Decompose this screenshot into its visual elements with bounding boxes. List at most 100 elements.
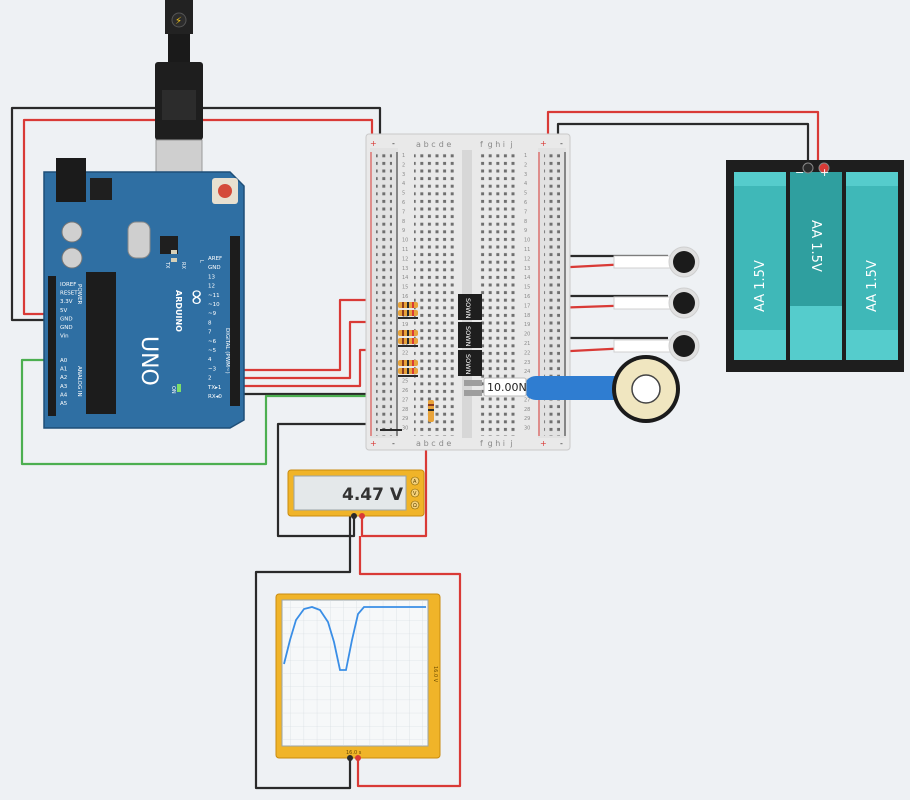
battery-cell[interactable]: AA 1.5V — [734, 172, 786, 360]
row-number: 8 — [524, 219, 527, 225]
oscilloscope-probe-gnd[interactable] — [347, 755, 353, 761]
digital-pin-label: 12 — [208, 284, 215, 290]
resistor[interactable] — [398, 310, 418, 316]
transistor-chips[interactable]: SOWN SOWN SOWN — [458, 294, 482, 376]
row-number: 12 — [524, 256, 530, 262]
power-label: POWER — [76, 284, 82, 305]
column-letter: f — [480, 140, 483, 149]
black-wire-scope[interactable] — [254, 514, 352, 790]
row-number: 30 — [402, 426, 408, 432]
chip-1-label: SOWN — [464, 298, 472, 319]
chip-1[interactable]: SOWN — [458, 294, 482, 320]
green-wire-a0[interactable] — [20, 358, 402, 466]
row-number: 13 — [524, 266, 530, 272]
multimeter-reading: 4.47 V — [342, 485, 404, 505]
column-letter: f — [480, 439, 483, 448]
chip-3[interactable]: SOWN — [458, 350, 482, 376]
column-letter: b — [424, 140, 429, 149]
rail-minus-tl: - — [392, 139, 395, 148]
battery-cell[interactable]: AA 1.5V — [790, 172, 842, 360]
column-letter: h — [495, 439, 500, 448]
black-wire-battery[interactable] — [556, 122, 810, 162]
digital-pin-label: ~5 — [208, 348, 217, 354]
battery-cell-3-label: AA 1.5V — [865, 260, 880, 312]
resistor[interactable] — [398, 302, 418, 308]
column-letter: j — [509, 439, 512, 448]
force-readout-box[interactable] — [483, 377, 527, 397]
oscilloscope[interactable]: 16.0 V 16.0 s — [275, 593, 441, 761]
multimeter-probe-com[interactable] — [351, 513, 357, 519]
row-number: 24 — [524, 369, 530, 375]
mode-ohmmeter-icon[interactable]: Ω — [410, 500, 420, 510]
column-letter: i — [503, 140, 505, 149]
reset-button-cap[interactable] — [218, 184, 232, 198]
red-wire-meter[interactable] — [360, 428, 428, 538]
row-number: 9 — [402, 228, 405, 234]
resistor-vertical[interactable] — [428, 400, 434, 422]
black-wire-gnd-top[interactable] — [10, 106, 382, 322]
oscilloscope-probe-sig[interactable] — [355, 755, 361, 761]
mode-voltmeter-icon[interactable]: V — [410, 488, 420, 498]
row-number: 6 — [402, 200, 405, 206]
row-number: 14 — [524, 275, 530, 281]
red-wire-battery[interactable] — [546, 110, 820, 162]
row-number: 8 — [402, 219, 405, 225]
rail-minus-tr: - — [560, 139, 563, 148]
battery-cell-2-label: AA 1.5V — [808, 220, 823, 272]
row-number: 30 — [524, 426, 530, 432]
resistor[interactable] — [398, 338, 418, 344]
digital-pin-label: ~6 — [208, 339, 217, 345]
digital-pin-label: GND — [208, 265, 221, 271]
battery-cell[interactable]: AA 1.5V — [846, 172, 898, 360]
resistor[interactable] — [398, 330, 418, 336]
power-pin-label: GND — [60, 325, 73, 331]
row-number: 2 — [402, 162, 405, 168]
vibration-motors[interactable] — [613, 246, 700, 362]
row-number: 2 — [524, 162, 527, 168]
column-letter: d — [439, 439, 444, 448]
resistor[interactable] — [398, 368, 418, 374]
resistors[interactable] — [380, 302, 434, 431]
resistor[interactable] — [398, 360, 418, 366]
column-letter: e — [446, 439, 451, 448]
tx-led — [171, 250, 177, 254]
row-number: 11 — [524, 247, 530, 253]
battery-terminal-plus[interactable] — [818, 162, 830, 174]
red-wire-scope[interactable] — [356, 536, 462, 788]
l-label: L — [198, 260, 204, 263]
chip-2-label: SOWN — [464, 326, 472, 347]
on-label: ON — [170, 386, 176, 394]
digital-pin-label: ~11 — [208, 293, 220, 299]
column-letter: g — [488, 439, 493, 448]
red-wire-5v-top[interactable] — [22, 118, 374, 316]
row-number: 29 — [402, 416, 408, 422]
battery-pack[interactable]: AA 1.5V AA 1.5V AA 1.5V − + — [726, 160, 904, 372]
battery-terminal-minus[interactable] — [802, 162, 814, 174]
rail-plus-tl: + — [370, 139, 377, 148]
chip-2[interactable]: SOWN — [458, 322, 482, 348]
digital-pin-label: ~3 — [208, 366, 217, 372]
arduino-uno[interactable]: ∞ ARDUINO UNO TX RX L ON DIGITAL (PWM~) … — [43, 158, 245, 429]
force-sensor[interactable]: 10.00N — [464, 355, 680, 423]
row-number: 10 — [524, 238, 530, 244]
bolt-glyph-icon: ⚡ — [175, 16, 182, 27]
vibration-motor[interactable] — [613, 246, 700, 278]
column-letter: j — [509, 140, 512, 149]
row-number: 5 — [524, 191, 527, 197]
analog-pin-label: A5 — [60, 401, 68, 407]
multimeter[interactable]: 4.47 V A V Ω — [287, 469, 425, 519]
column-letter: i — [503, 439, 505, 448]
usb-cable[interactable]: ⚡ — [155, 0, 203, 181]
mode-ammeter-icon[interactable]: A — [410, 476, 420, 486]
vibration-motor[interactable] — [613, 330, 700, 362]
row-number: 16 — [524, 294, 530, 300]
vibration-motor[interactable] — [613, 287, 700, 319]
black-wire-meter[interactable] — [276, 422, 402, 538]
atmega-chip — [86, 272, 116, 414]
multimeter-probe-v[interactable] — [359, 513, 365, 519]
